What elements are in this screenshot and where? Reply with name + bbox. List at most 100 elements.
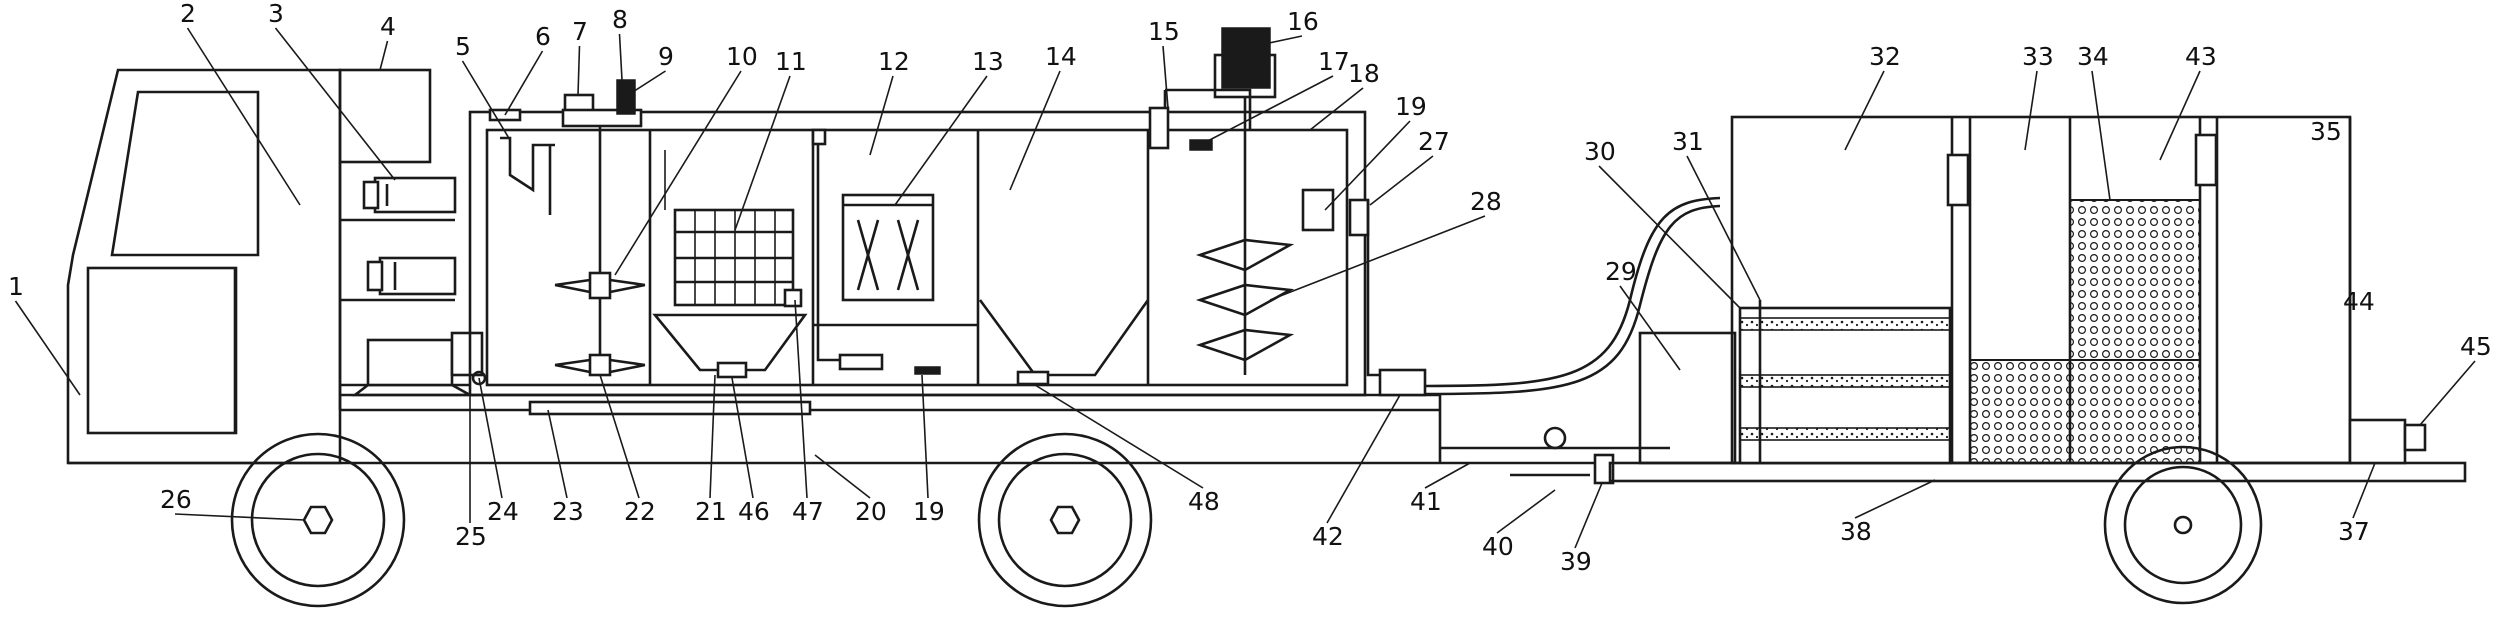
part-label-15: 15	[1148, 17, 1180, 46]
chassis	[68, 196, 1721, 485]
part-label-19: 19	[913, 497, 945, 526]
part-label-13: 13	[972, 47, 1004, 76]
part-label-11: 11	[775, 47, 807, 76]
leader-line-3	[274, 27, 396, 181]
leader-line-24	[478, 377, 503, 499]
part-label-33: 33	[2022, 42, 2054, 71]
leader-line-33	[2024, 70, 2038, 151]
leader-line-15	[1162, 45, 1169, 109]
part-label-7: 7	[572, 17, 588, 46]
leader-line-6	[504, 50, 544, 116]
part-label-16: 16	[1287, 7, 1319, 36]
leader-line-14	[1009, 70, 1061, 191]
leader-line-32	[1844, 70, 1885, 151]
part-label-24: 24	[487, 497, 519, 526]
part-label-12: 12	[878, 47, 910, 76]
part-label-29: 29	[1605, 257, 1637, 286]
part-label-26: 26	[160, 485, 192, 514]
part-label-47: 47	[792, 497, 824, 526]
part-label-9: 9	[658, 42, 674, 71]
part-label-2: 2	[180, 0, 196, 28]
part-label-17: 17	[1318, 47, 1350, 76]
leader-line-26	[174, 513, 306, 521]
leader-line-42	[1326, 394, 1401, 524]
equipment-rack	[338, 68, 487, 410]
leader-line-13	[894, 75, 988, 206]
trailer	[1608, 115, 2467, 483]
leader-line-34	[2091, 70, 2111, 201]
part-label-44: 44	[2343, 287, 2375, 316]
leader-line-17	[1199, 75, 1334, 146]
part-label-22: 22	[624, 497, 656, 526]
part-label-38: 38	[1840, 517, 1872, 546]
wheels	[230, 432, 2263, 608]
leader-line-2	[186, 27, 301, 206]
leader-line-18	[1309, 87, 1364, 131]
leader-line-27	[1369, 155, 1434, 206]
leader-line-9	[627, 70, 666, 96]
part-label-8: 8	[612, 5, 628, 34]
part-label-27: 27	[1418, 127, 1450, 156]
leader-line-20	[814, 454, 871, 499]
leader-line-7	[577, 45, 581, 96]
part-label-37: 37	[2338, 517, 2370, 546]
part-label-45: 45	[2460, 332, 2492, 361]
part-label-6: 6	[535, 22, 551, 51]
leader-line-38	[1854, 479, 1936, 519]
part-label-32: 32	[1869, 42, 1901, 71]
leader-line-12	[869, 75, 894, 156]
leader-line-8	[618, 33, 623, 81]
part-label-10: 10	[726, 42, 758, 71]
part-label-28: 28	[1470, 187, 1502, 216]
part-label-5: 5	[455, 32, 471, 61]
leader-line-16	[1259, 35, 1303, 46]
leader-line-21	[709, 374, 716, 499]
leader-line-5	[461, 60, 511, 141]
part-label-19: 19	[1395, 92, 1427, 121]
leader-line-19	[1324, 120, 1411, 211]
leader-line-48	[1034, 384, 1204, 489]
part-label-14: 14	[1045, 42, 1077, 71]
leader-line-23	[547, 409, 568, 499]
part-label-3: 3	[268, 0, 284, 28]
main-tank	[468, 27, 1370, 397]
leader-line-39	[1574, 482, 1603, 549]
leader-line-47	[794, 299, 808, 499]
part-label-18: 18	[1348, 59, 1380, 88]
leader-line-10	[614, 70, 742, 276]
part-label-40: 40	[1482, 532, 1514, 561]
leader-line-29	[1619, 285, 1681, 371]
leader-line-4	[379, 40, 389, 71]
leader-line-30	[1598, 165, 1741, 309]
leader-line-43	[2159, 70, 2201, 161]
part-label-48: 48	[1188, 487, 1220, 516]
leader-line-45	[2419, 360, 2476, 426]
part-label-1: 1	[8, 272, 24, 301]
part-label-42: 42	[1312, 522, 1344, 551]
part-label-30: 30	[1584, 137, 1616, 166]
part-label-39: 39	[1560, 547, 1592, 576]
part-label-31: 31	[1672, 127, 1704, 156]
leader-line-1	[14, 300, 81, 396]
part-label-21: 21	[695, 497, 727, 526]
part-label-34: 34	[2077, 42, 2109, 71]
leader-line-40	[1496, 489, 1556, 534]
leader-line-41	[1424, 462, 1471, 489]
truck-cab	[66, 68, 342, 465]
part-label-23: 23	[552, 497, 584, 526]
leader-line-19	[921, 374, 929, 499]
part-label-41: 41	[1410, 487, 1442, 516]
leader-line-11	[734, 75, 791, 231]
part-label-4: 4	[380, 12, 396, 41]
leader-line-22	[599, 374, 640, 499]
part-label-46: 46	[738, 497, 770, 526]
leader-line-28	[1269, 215, 1486, 301]
part-label-25: 25	[455, 522, 487, 551]
leader-line-37	[2352, 462, 2376, 519]
part-label-43: 43	[2185, 42, 2217, 71]
part-label-35: 35	[2310, 117, 2342, 146]
leader-line-46	[731, 377, 754, 499]
